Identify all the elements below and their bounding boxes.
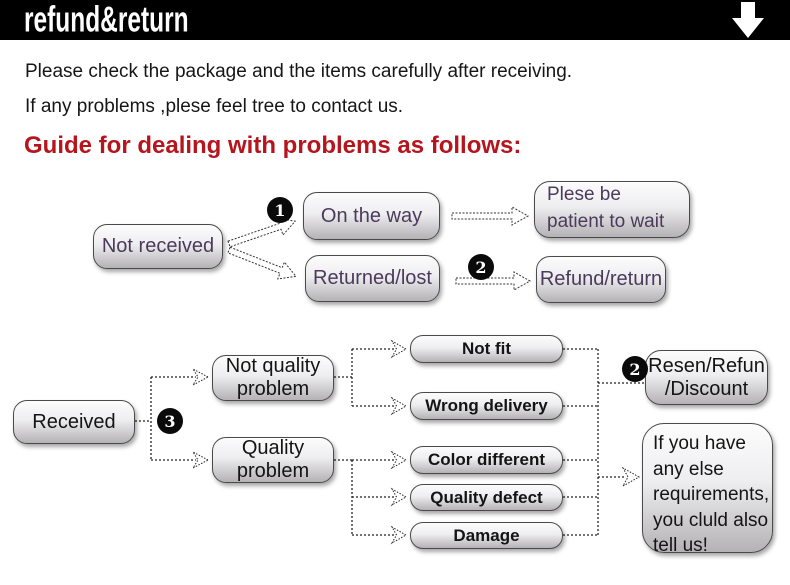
node-label-line2: problem	[236, 460, 310, 482]
node-label: Damage	[453, 525, 520, 545]
badge-2: 2	[468, 254, 494, 280]
node-received: Received	[13, 400, 135, 444]
node-quality-defect: Quality defect	[410, 484, 563, 511]
node-label-line2: /Discount	[664, 377, 749, 400]
arrow-not-received-to-returned-lost	[227, 246, 297, 280]
node-damage: Damage	[410, 522, 563, 549]
badge-2: 2	[622, 356, 648, 382]
node-label: Received	[32, 410, 116, 433]
node-label: Wrong delivery	[425, 396, 548, 416]
node-not-fit: Not fit	[410, 335, 563, 363]
node-label: Color different	[427, 450, 546, 470]
arrow-not-received-to-on-the-way	[227, 217, 297, 248]
node-returned-lost: Returned/lost	[305, 255, 440, 302]
banner-title: refund&return	[24, 0, 189, 40]
node-on-the-way: On the way	[303, 192, 440, 240]
arrowhead-quality	[191, 450, 210, 470]
node-label-line2: any else	[653, 458, 724, 480]
node-label-line1: Plese be	[547, 184, 621, 205]
node-label-line1: Resen/Refun	[648, 354, 765, 377]
node-label: Quality defect	[430, 487, 543, 507]
node-if-you-have-requirements: If you have any else requirements, you c…	[642, 423, 773, 556]
arrowhead-not-quality	[191, 367, 210, 387]
arrowhead-damage	[390, 525, 408, 545]
node-label-line5: tell us!	[653, 535, 708, 556]
banner: refund&return	[0, 0, 790, 40]
node-label-line4: you cluld also	[653, 509, 769, 531]
node-label: Returned/lost	[313, 267, 432, 289]
node-label-line1: If you have	[653, 433, 746, 454]
node-label: Not received	[101, 235, 215, 257]
intro-line-1: Please check the package and the items c…	[25, 61, 573, 82]
arrowhead-if-you-have	[621, 466, 641, 488]
node-label: On the way	[320, 204, 423, 227]
node-label: Refund/return	[539, 268, 663, 290]
node-label-line1: Not quality	[225, 355, 321, 377]
intro-line-2: If any problems ,plese feel tree to cont…	[25, 96, 404, 117]
node-quality-problem: Quality problem	[212, 437, 334, 483]
node-label-line2: patient to wait	[547, 210, 665, 232]
node-wrong-delivery: Wrong delivery	[410, 392, 563, 420]
node-label: Not fit	[461, 339, 512, 359]
node-label-line2: problem	[236, 378, 310, 400]
arrowhead-not-fit	[390, 339, 408, 359]
arrowhead-quality-defect	[390, 487, 408, 507]
arrowhead-wrong-delivery	[390, 396, 408, 416]
guide-heading: Guide for dealing with problems as follo…	[24, 132, 522, 159]
down-arrow-icon	[732, 2, 764, 38]
badge-1: 1	[267, 197, 293, 223]
node-color-different: Color different	[410, 446, 563, 474]
arrowhead-color-different	[390, 450, 408, 470]
node-not-quality-problem: Not quality problem	[212, 355, 334, 401]
arrow-on-the-way-to-patient	[451, 206, 530, 226]
arrow-returned-to-refund	[455, 271, 532, 291]
node-label-line1: Quality	[241, 437, 305, 459]
badge-3: 3	[157, 408, 183, 434]
node-label-line3: requirements,	[653, 484, 770, 505]
flow2-connector-lines	[135, 348, 652, 536]
node-not-received: Not received	[93, 224, 223, 269]
node-refund-return: Refund/return	[536, 256, 666, 303]
node-patient-to-wait: Plese be patient to wait	[534, 181, 690, 238]
node-resend-refund-discount: Resen/Refun /Discount	[645, 350, 768, 405]
